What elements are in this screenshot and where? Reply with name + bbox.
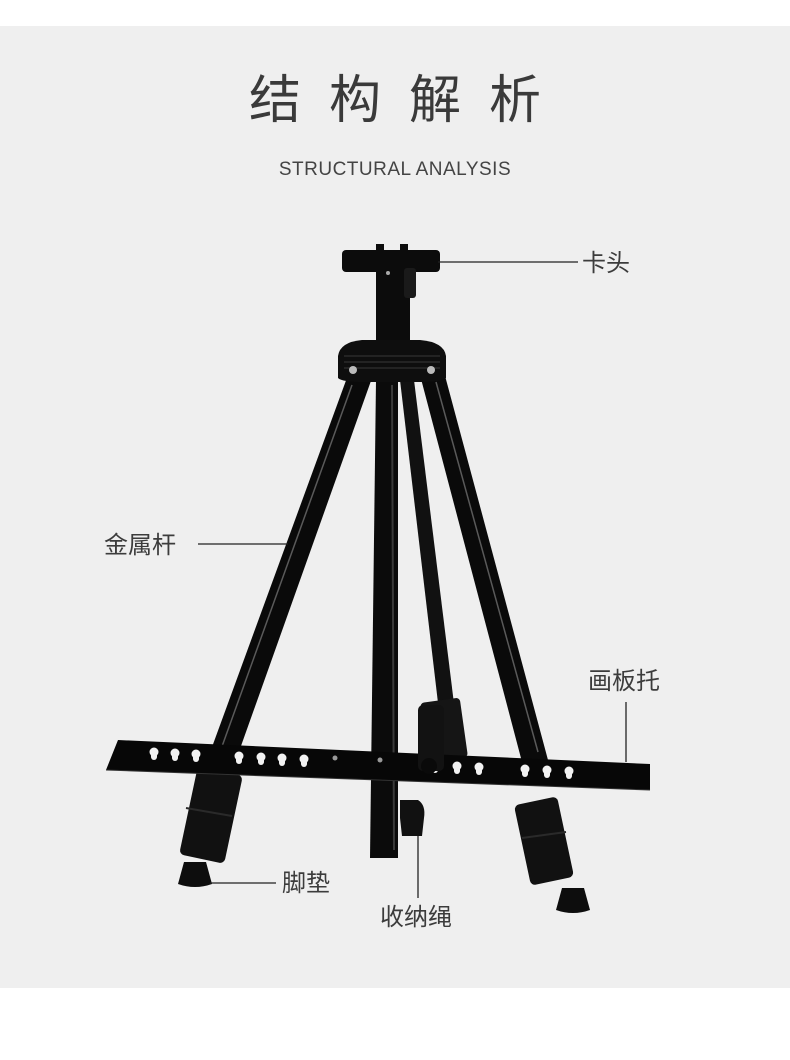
- page-subtitle: STRUCTURAL ANALYSIS: [278, 159, 512, 180]
- page-title: 结构解析: [248, 71, 569, 131]
- leg-hub: [338, 340, 446, 382]
- callout-clamp-head: 卡头: [582, 249, 630, 277]
- center-leg: [370, 380, 398, 858]
- callout-foot-pad: 脚垫: [282, 869, 330, 897]
- board-tray: [105, 705, 651, 791]
- clamp-head: [342, 244, 440, 352]
- right-foot-pad: [556, 888, 590, 913]
- callout-board-tray: 画板托: [588, 667, 660, 695]
- storage-rope-hook: [400, 800, 425, 836]
- callout-metal-rod: 金属杆: [104, 531, 176, 559]
- right-metal-rod: [420, 372, 574, 885]
- left-metal-rod: [180, 375, 372, 863]
- left-foot-pad: [178, 862, 212, 887]
- callout-storage-rope: 收纳绳: [380, 903, 452, 931]
